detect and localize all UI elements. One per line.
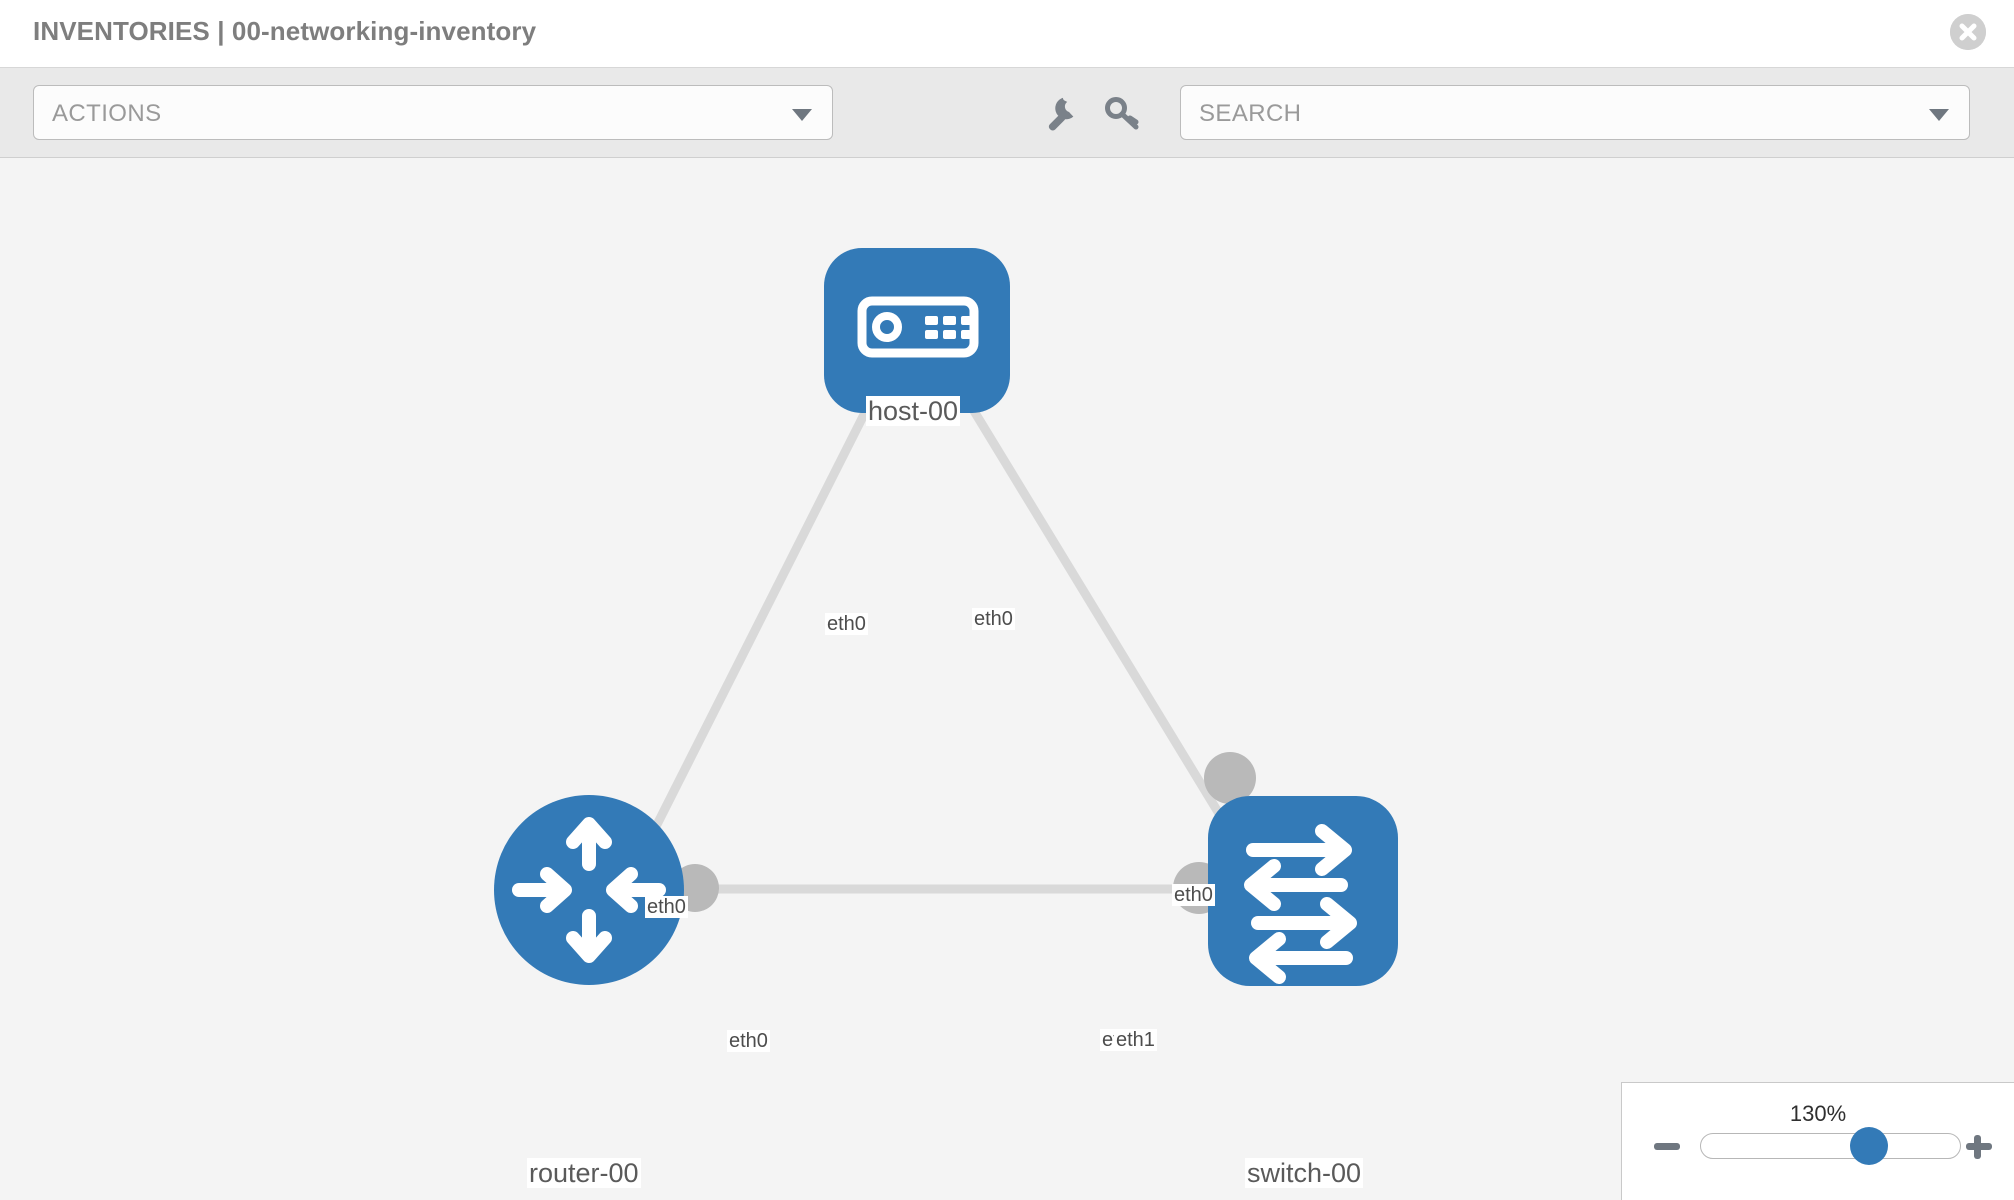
key-icon[interactable]: [1100, 92, 1144, 136]
node-switch-00: [1208, 796, 1398, 986]
connector-nub: [1204, 752, 1256, 804]
page-title: INVENTORIES | 00-networking-inventory: [33, 16, 537, 46]
server-device-icon: [857, 296, 979, 358]
node-router-00: [494, 795, 684, 985]
node-label-switch-00: switch-00: [1245, 1158, 1364, 1189]
plus-icon[interactable]: [1964, 1131, 1996, 1163]
link-host-switch: [942, 362, 1250, 861]
search-input[interactable]: SEARCH: [1180, 85, 1970, 140]
iface-label: eth0: [1172, 884, 1215, 907]
search-placeholder: SEARCH: [1199, 100, 1302, 127]
close-icon[interactable]: [1950, 14, 1986, 50]
link-host-router: [624, 362, 894, 883]
page-header: INVENTORIES | 00-networking-inventory: [0, 0, 2014, 68]
zoom-control-panel: 130%: [1621, 1082, 2014, 1200]
zoom-slider-thumb[interactable]: [1850, 1127, 1888, 1165]
actions-dropdown-label: ACTIONS: [52, 100, 162, 127]
node-label-host-00: host-00: [866, 396, 961, 427]
zoom-slider-track[interactable]: [1700, 1133, 1961, 1159]
topology-links: [624, 362, 1250, 894]
chevron-down-icon: [792, 109, 812, 121]
iface-label: eth0: [972, 608, 1015, 631]
iface-label: eth0: [645, 896, 688, 919]
topology-canvas[interactable]: host-00 router-00 switch-00 eth0 eth0 et…: [0, 158, 2014, 1200]
iface-label: eth0: [727, 1030, 770, 1053]
zoom-level-label: 130%: [1789, 1101, 1847, 1126]
iface-label: eth0: [825, 613, 868, 636]
topology-graph: [494, 248, 1398, 986]
chevron-down-icon: [1929, 109, 1949, 121]
toolbar: ACTIONS SEARCH: [0, 68, 2014, 158]
switch-arrows-icon: [1244, 824, 1357, 984]
actions-dropdown[interactable]: ACTIONS: [33, 85, 833, 140]
node-host-00: [824, 248, 1010, 413]
node-label-router-00: router-00: [527, 1158, 641, 1189]
router-arrows-icon: [512, 817, 666, 963]
minus-icon[interactable]: [1652, 1131, 1684, 1163]
wrench-icon[interactable]: [1040, 92, 1084, 136]
iface-label: eth1: [1114, 1029, 1157, 1052]
